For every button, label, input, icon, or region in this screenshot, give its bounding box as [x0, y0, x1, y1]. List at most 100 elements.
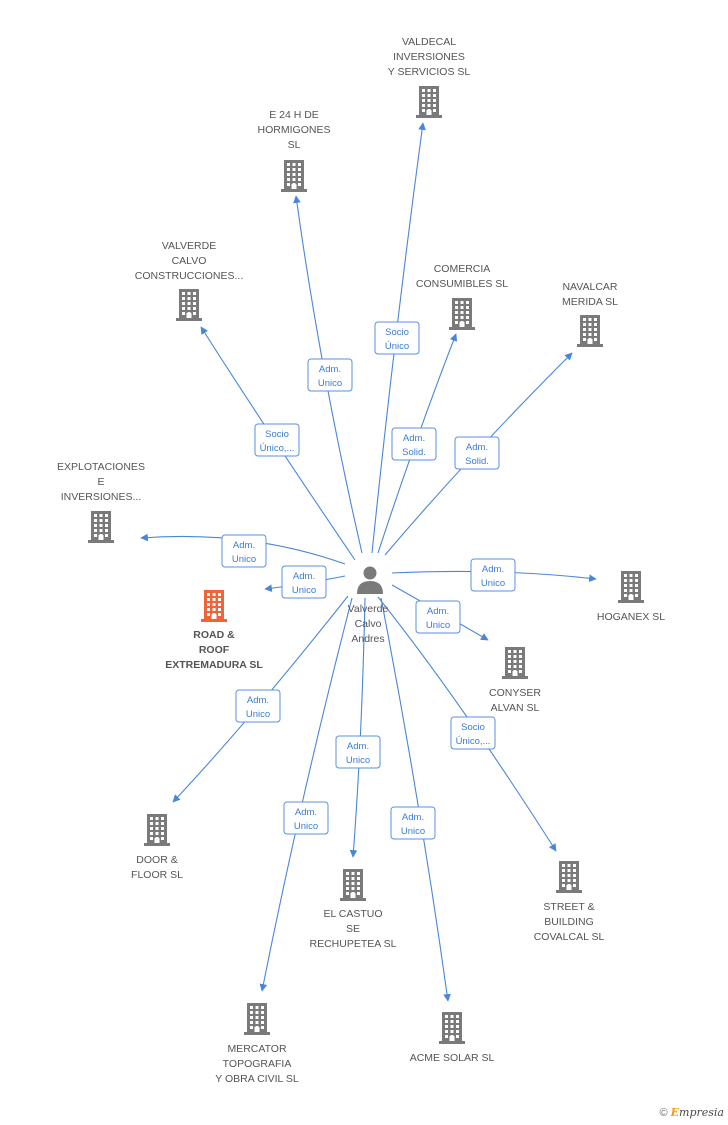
- edge-label-text: Unico: [481, 578, 505, 589]
- copyright-symbol: ©: [659, 1107, 668, 1119]
- building-icon: [201, 590, 227, 622]
- edge-label-door-floor[interactable]: Adm. Unico: [235, 689, 281, 723]
- edge-label-text: Socio: [385, 327, 409, 338]
- edge-label-text: Socio: [265, 429, 289, 440]
- person-name: Andres: [351, 633, 384, 645]
- company-node-conyser[interactable]: CONYSER ALVAN SL: [489, 647, 541, 714]
- company-node-hoganex[interactable]: HOGANEX SL: [597, 571, 665, 623]
- edge-line-street-building: [377, 596, 557, 852]
- building-icon: [618, 571, 644, 603]
- footer-brand[interactable]: © Empresia: [659, 1106, 724, 1119]
- edge-label-text: Adm.: [295, 807, 317, 818]
- company-name: E: [97, 476, 104, 488]
- company-name: E 24 H DE: [269, 109, 319, 121]
- company-name: EXTREMADURA SL: [165, 659, 263, 671]
- building-icon: [88, 511, 114, 543]
- company-name: MERIDA SL: [562, 296, 618, 308]
- edge-line-acme: [380, 597, 451, 1002]
- building-icon: [144, 814, 170, 846]
- edge-label-text: Adm.: [247, 695, 269, 706]
- company-name: CONSUMIBLES SL: [416, 278, 508, 290]
- company-name: RECHUPETEA SL: [310, 938, 397, 950]
- edge-label-text: Adm.: [403, 433, 425, 444]
- edge-label-road-roof[interactable]: Adm.Unico: [281, 565, 327, 599]
- company-name: SL: [288, 139, 301, 151]
- company-name: CONYSER: [489, 687, 541, 699]
- edge-label-text: Adm.: [482, 564, 504, 575]
- company-name: ROAD &: [193, 629, 235, 641]
- company-name: DOOR &: [136, 854, 177, 866]
- edge-label-text: Adm.: [347, 741, 369, 752]
- building-icon: [502, 647, 528, 679]
- building-icon: [439, 1012, 465, 1044]
- company-node-explotaciones[interactable]: EXPLOTACIONESEINVERSIONES...: [57, 461, 145, 543]
- edge-label-text: Solid.: [465, 456, 489, 467]
- company-node-navalcar[interactable]: NAVALCAR MERIDA SL: [562, 281, 618, 347]
- edge-label-conyser[interactable]: Adm.Unico: [415, 600, 461, 634]
- company-name: MERCATOR: [227, 1043, 287, 1055]
- building-icon: [340, 869, 366, 901]
- company-name: FLOOR SL: [131, 869, 183, 881]
- company-name: VALVERDE: [162, 240, 216, 252]
- building-icon: [556, 861, 582, 893]
- company-name: HOGANEX SL: [597, 611, 665, 623]
- edge-label-text: Unico: [426, 620, 450, 631]
- edge-label-text: Unico: [318, 378, 342, 389]
- company-name: CONSTRUCCIONES...: [135, 270, 244, 282]
- company-name: INVERSIONES: [393, 51, 465, 63]
- edge-label-hoganex[interactable]: Adm. Unico: [470, 558, 516, 592]
- edge-label-mercator[interactable]: Adm. Unico: [283, 801, 329, 835]
- edge-label-text: Único: [385, 341, 409, 352]
- edge-label-text: Solid.: [402, 447, 426, 458]
- edge-label-text: Socio: [461, 722, 485, 733]
- building-icon: [449, 298, 475, 330]
- edge-label-valverde-construcciones[interactable]: SocioÚnico,...: [254, 423, 300, 457]
- company-name: ACME SOLAR SL: [410, 1052, 495, 1064]
- edge-label-acme[interactable]: Adm.Unico: [390, 806, 436, 840]
- edge-label-text: Unico: [246, 709, 270, 720]
- edge-label-text: Adm.: [319, 364, 341, 375]
- edge-line-mercator: [259, 597, 353, 992]
- brand-logo: Empresia: [670, 1106, 724, 1119]
- edge-label-text: Unico: [294, 821, 318, 832]
- edge-label-text: Único,...: [260, 443, 295, 454]
- edge-label-text: Unico: [232, 554, 256, 565]
- company-node-door-floor[interactable]: DOOR & FLOOR SL: [131, 814, 183, 881]
- company-name: Y SERVICIOS SL: [388, 66, 471, 78]
- edge-label-street-building[interactable]: SocioÚnico,...: [450, 716, 496, 750]
- company-node-valverde-construcciones[interactable]: VALVERDECALVOCONSTRUCCIONES...: [135, 240, 244, 321]
- edge-label-navalcar[interactable]: Adm.Solid.: [454, 436, 500, 470]
- person-name: Calvo: [355, 618, 382, 630]
- person-name: Valverde: [348, 603, 389, 615]
- edge-label-explotaciones[interactable]: Adm.Unico: [221, 534, 267, 568]
- edge-label-comercia[interactable]: Adm. Solid.: [391, 427, 437, 461]
- edge-label-text: Unico: [401, 826, 425, 837]
- company-name: SE: [346, 923, 360, 935]
- company-name: HORMIGONES: [258, 124, 331, 136]
- building-icon: [416, 86, 442, 118]
- company-name: NAVALCAR: [562, 281, 617, 293]
- edge-label-text: Adm.: [293, 571, 315, 582]
- company-name: COMERCIA: [434, 263, 491, 275]
- company-name: EXPLOTACIONES: [57, 461, 145, 473]
- company-node-acme[interactable]: ACME SOLAR SL: [410, 1012, 495, 1064]
- company-name: Y OBRA CIVIL SL: [215, 1073, 299, 1085]
- building-icon: [281, 160, 307, 192]
- company-name: STREET &: [543, 901, 594, 913]
- company-node-comercia[interactable]: COMERCIA CONSUMIBLES SL: [416, 263, 508, 330]
- edge-label-el-castuo[interactable]: Adm.Unico: [335, 735, 381, 769]
- edge-line-el-castuo: [349, 597, 366, 858]
- building-icon: [244, 1003, 270, 1035]
- edge-label-text: Único,...: [456, 736, 491, 747]
- company-name: ALVAN SL: [491, 702, 540, 714]
- company-node-e24h[interactable]: E 24 H DE HORMIGONES SL: [258, 109, 331, 192]
- edge-label-e24h[interactable]: Adm. Unico: [307, 358, 353, 392]
